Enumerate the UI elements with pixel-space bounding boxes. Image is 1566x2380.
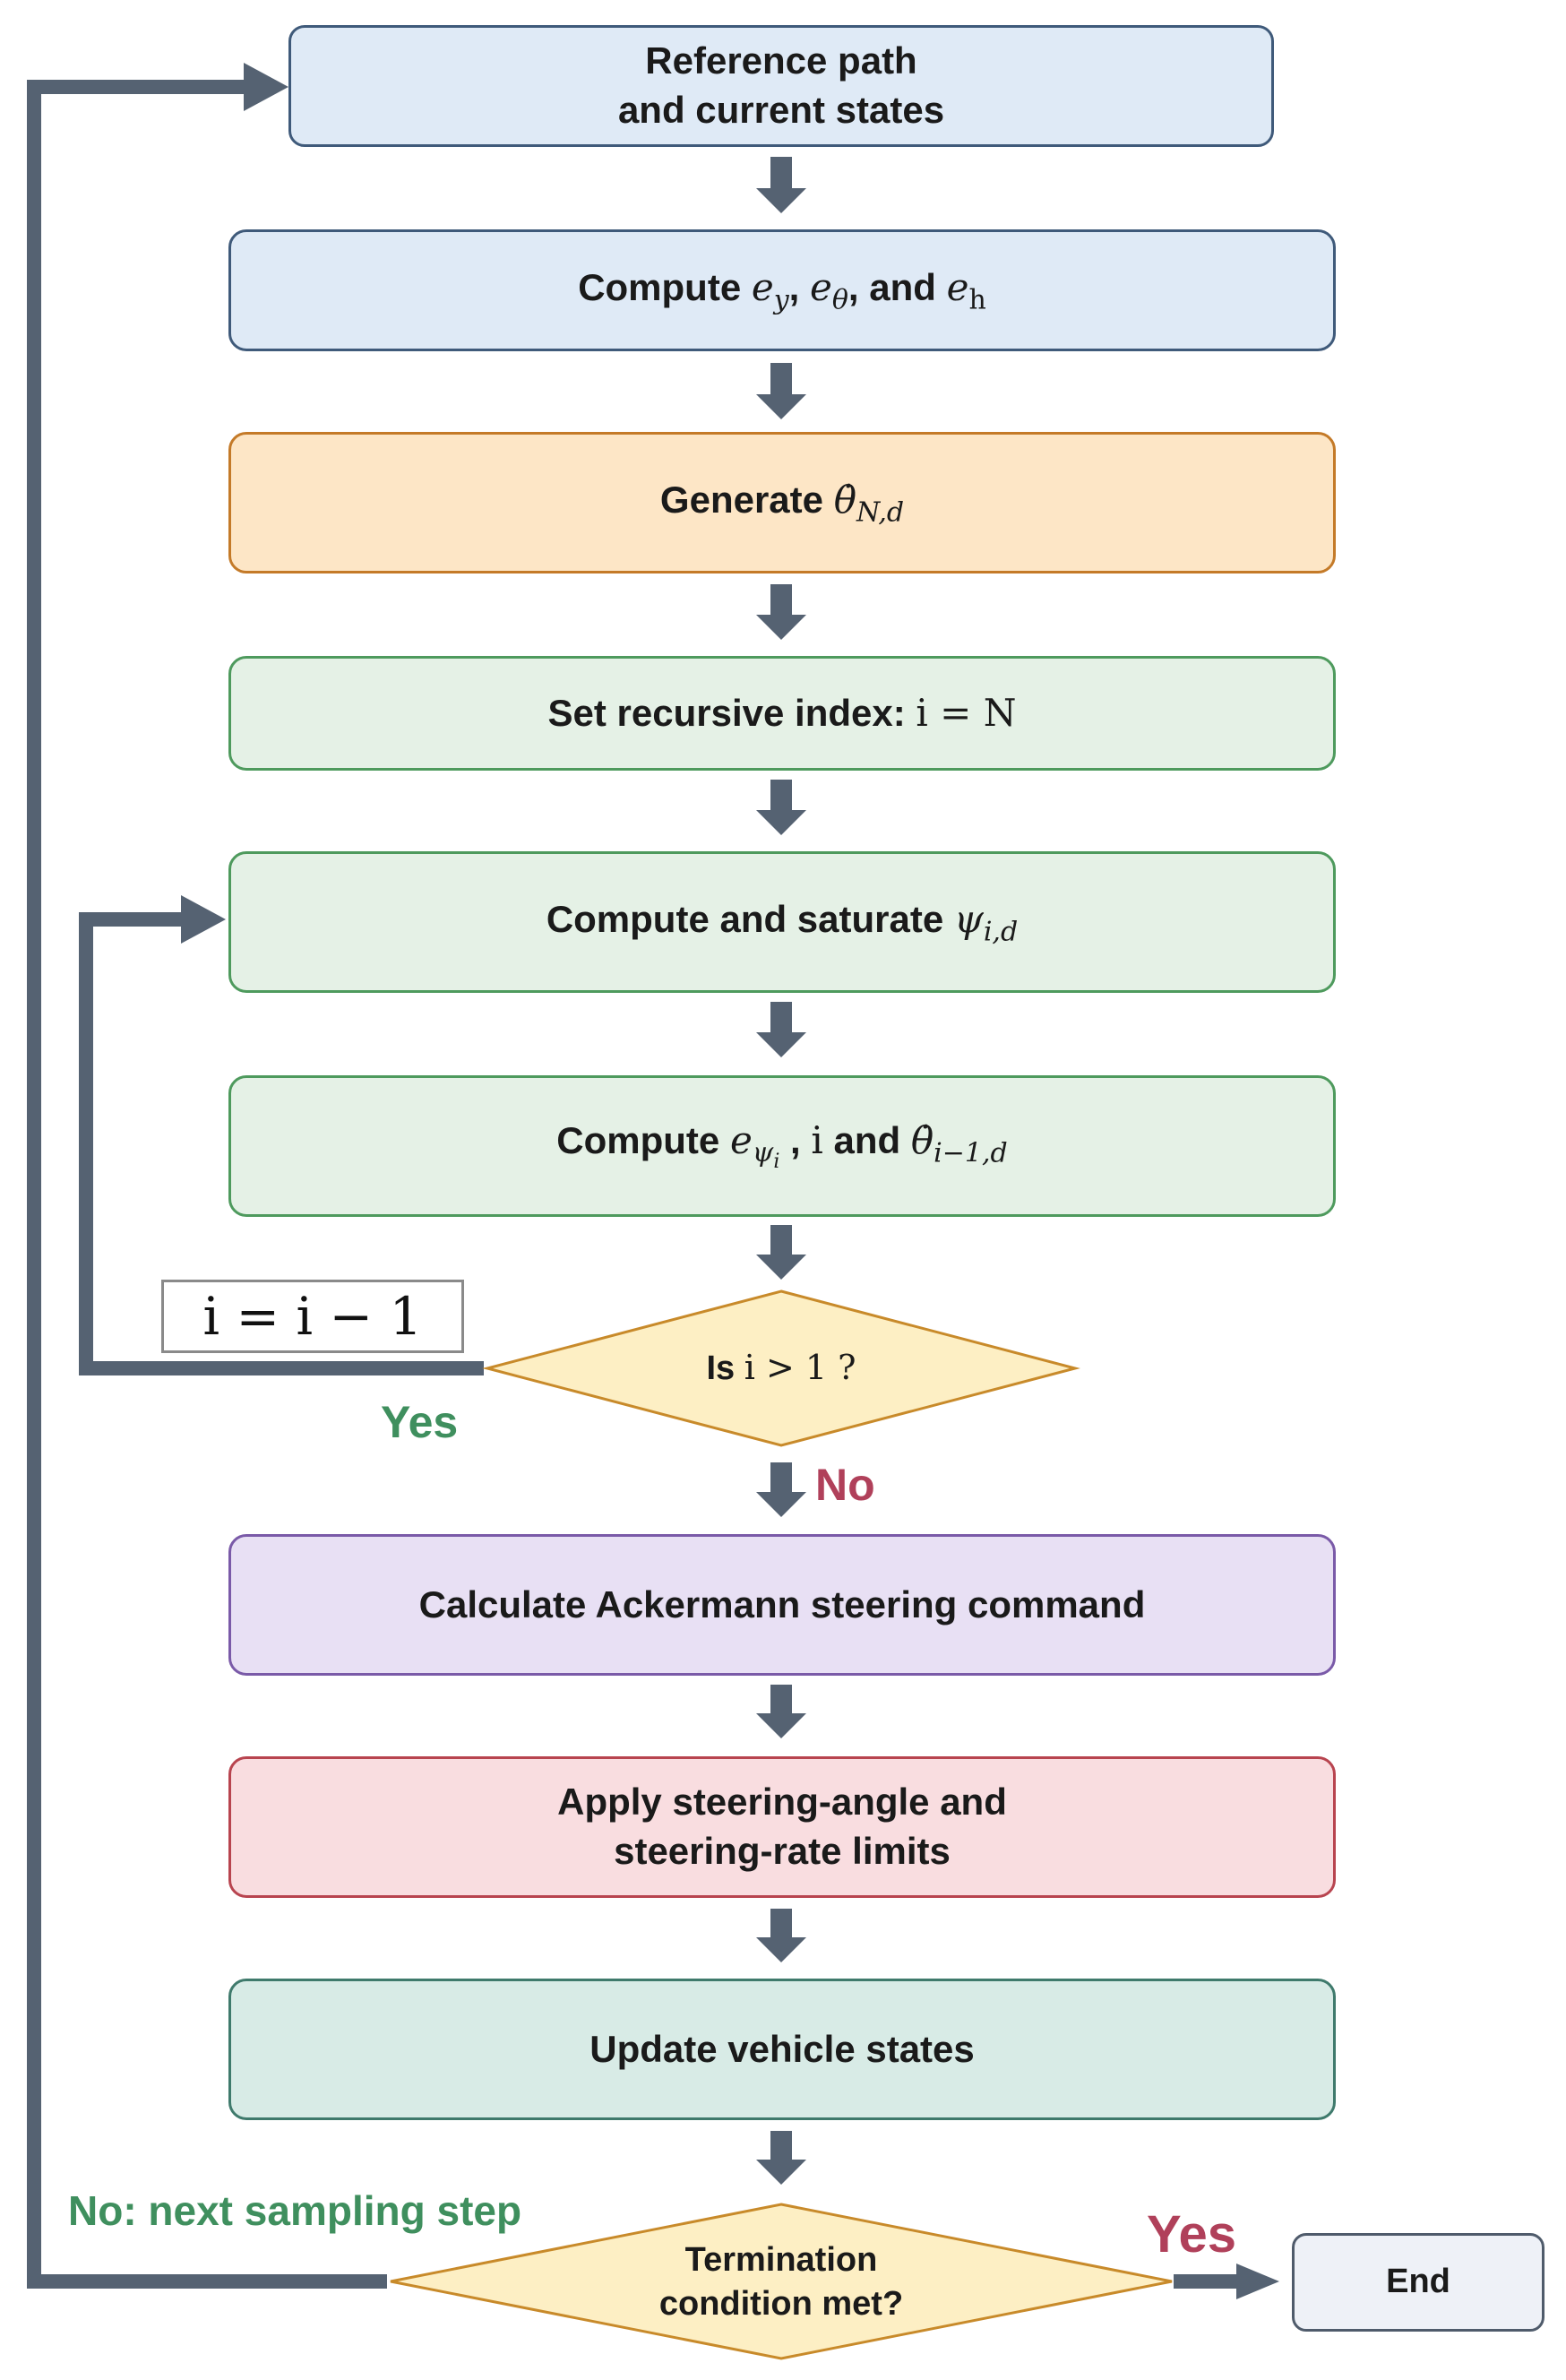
- update-box: Update vehicle states: [228, 1979, 1336, 2120]
- no-next-label: No: next sampling step: [68, 2187, 522, 2234]
- termination-line2: condition met?: [658, 2285, 904, 2324]
- reference-line1: Reference path: [645, 39, 917, 82]
- compute-saturate-box: Compute and saturate ψi,d: [228, 851, 1336, 993]
- yes-end-label: Yes: [1147, 2205, 1236, 2264]
- down-arrows: [756, 157, 806, 2185]
- sep1: ,: [788, 265, 810, 308]
- compute-epsi-box: Compute eψi , i and θ̇i−1,d: [228, 1075, 1336, 1217]
- index-i: i: [811, 1118, 823, 1162]
- decision-i-prefix: Is: [706, 1350, 744, 1387]
- theta-dot-subscript: N,d: [856, 496, 905, 529]
- arrow-down-7: [756, 1462, 806, 1517]
- arrow-down-5: [756, 1002, 806, 1057]
- arrow-down-1: [756, 157, 806, 213]
- e-psi-subscript: ψ: [752, 1137, 774, 1169]
- sep2: , and: [848, 265, 947, 308]
- update-label: Update vehicle states: [589, 2027, 975, 2070]
- reference-line2: and current states: [617, 89, 945, 131]
- limits-line2: steering-rate limits: [614, 1830, 951, 1872]
- set-index-box: Set recursive index: i = N: [228, 656, 1336, 771]
- limits-box: Apply steering-angle and steering-rate l…: [228, 1756, 1336, 1898]
- compute-epsi-and: and: [822, 1119, 911, 1161]
- e-h-symbol: e: [946, 264, 969, 309]
- e-theta-subscript: θ: [831, 284, 848, 316]
- e-h-subscript: h: [968, 284, 986, 316]
- e-theta-symbol: e: [810, 264, 832, 309]
- compute-epsi-mid: ,: [779, 1119, 812, 1161]
- generate-box: Generate θ̇N,d: [228, 432, 1336, 573]
- arrow-down-6: [756, 1225, 806, 1280]
- decision-i-text: Is i > 1 ?: [627, 1346, 935, 1391]
- e-y-subscript: y: [773, 284, 789, 316]
- set-index-expression: i = N: [916, 690, 1017, 735]
- theta-dot-symbol: θ̇: [833, 477, 856, 522]
- theta-dot-subscript-2: i−1,d: [934, 1137, 1008, 1169]
- ackermann-label: Calculate Ackermann steering command: [418, 1582, 1146, 1625]
- generate-prefix: Generate: [659, 478, 834, 521]
- arrow-down-8: [756, 1685, 806, 1738]
- decision-diamond-i: [482, 1289, 1080, 1447]
- end-label: End: [1386, 2263, 1450, 2301]
- psi-symbol: ψ: [953, 896, 984, 941]
- decision-i-expression: i > 1 ?: [744, 1348, 856, 1387]
- e-psi-symbol: e: [729, 1118, 753, 1162]
- decrement-box: i = i − 1: [161, 1280, 464, 1353]
- arrow-down-10: [756, 2131, 806, 2185]
- compute-errors-prefix: Compute: [578, 265, 752, 308]
- set-index-prefix: Set recursive index:: [547, 691, 916, 734]
- psi-subscript: i,d: [983, 916, 1019, 948]
- e-y-symbol: e: [751, 264, 774, 309]
- limits-line1: Apply steering-angle and: [557, 1781, 1007, 1824]
- no-exit-label: No: [815, 1460, 875, 1510]
- ackermann-box: Calculate Ackermann steering command: [228, 1534, 1336, 1676]
- arrow-down-4: [756, 780, 806, 835]
- compute-errors-box: Compute ey, eθ, and eh: [228, 229, 1336, 351]
- reference-path-box: Reference path and current states: [288, 25, 1274, 147]
- arrow-down-9: [756, 1909, 806, 1962]
- arrow-down-2: [756, 363, 806, 419]
- outer-loop-arrow: [27, 63, 387, 2289]
- decision-diamond-termination: [390, 2203, 1173, 2360]
- arrow-down-3: [756, 584, 806, 640]
- end-arrow: [1174, 2264, 1279, 2299]
- e-psi-subsubscript: i: [773, 1151, 780, 1174]
- theta-dot-symbol-2: θ̇: [910, 1118, 934, 1162]
- inner-loop-arrow: [79, 895, 484, 1375]
- termination-line1: Termination: [684, 2241, 878, 2279]
- compute-saturate-prefix: Compute and saturate: [546, 897, 954, 940]
- yes-loop-label: Yes: [381, 1397, 459, 1447]
- termination-text: Termination condition met?: [591, 2238, 971, 2327]
- decrement-expression: i = i − 1: [202, 1286, 423, 1347]
- compute-epsi-prefix: Compute: [556, 1119, 730, 1161]
- end-box: End: [1292, 2233, 1544, 2332]
